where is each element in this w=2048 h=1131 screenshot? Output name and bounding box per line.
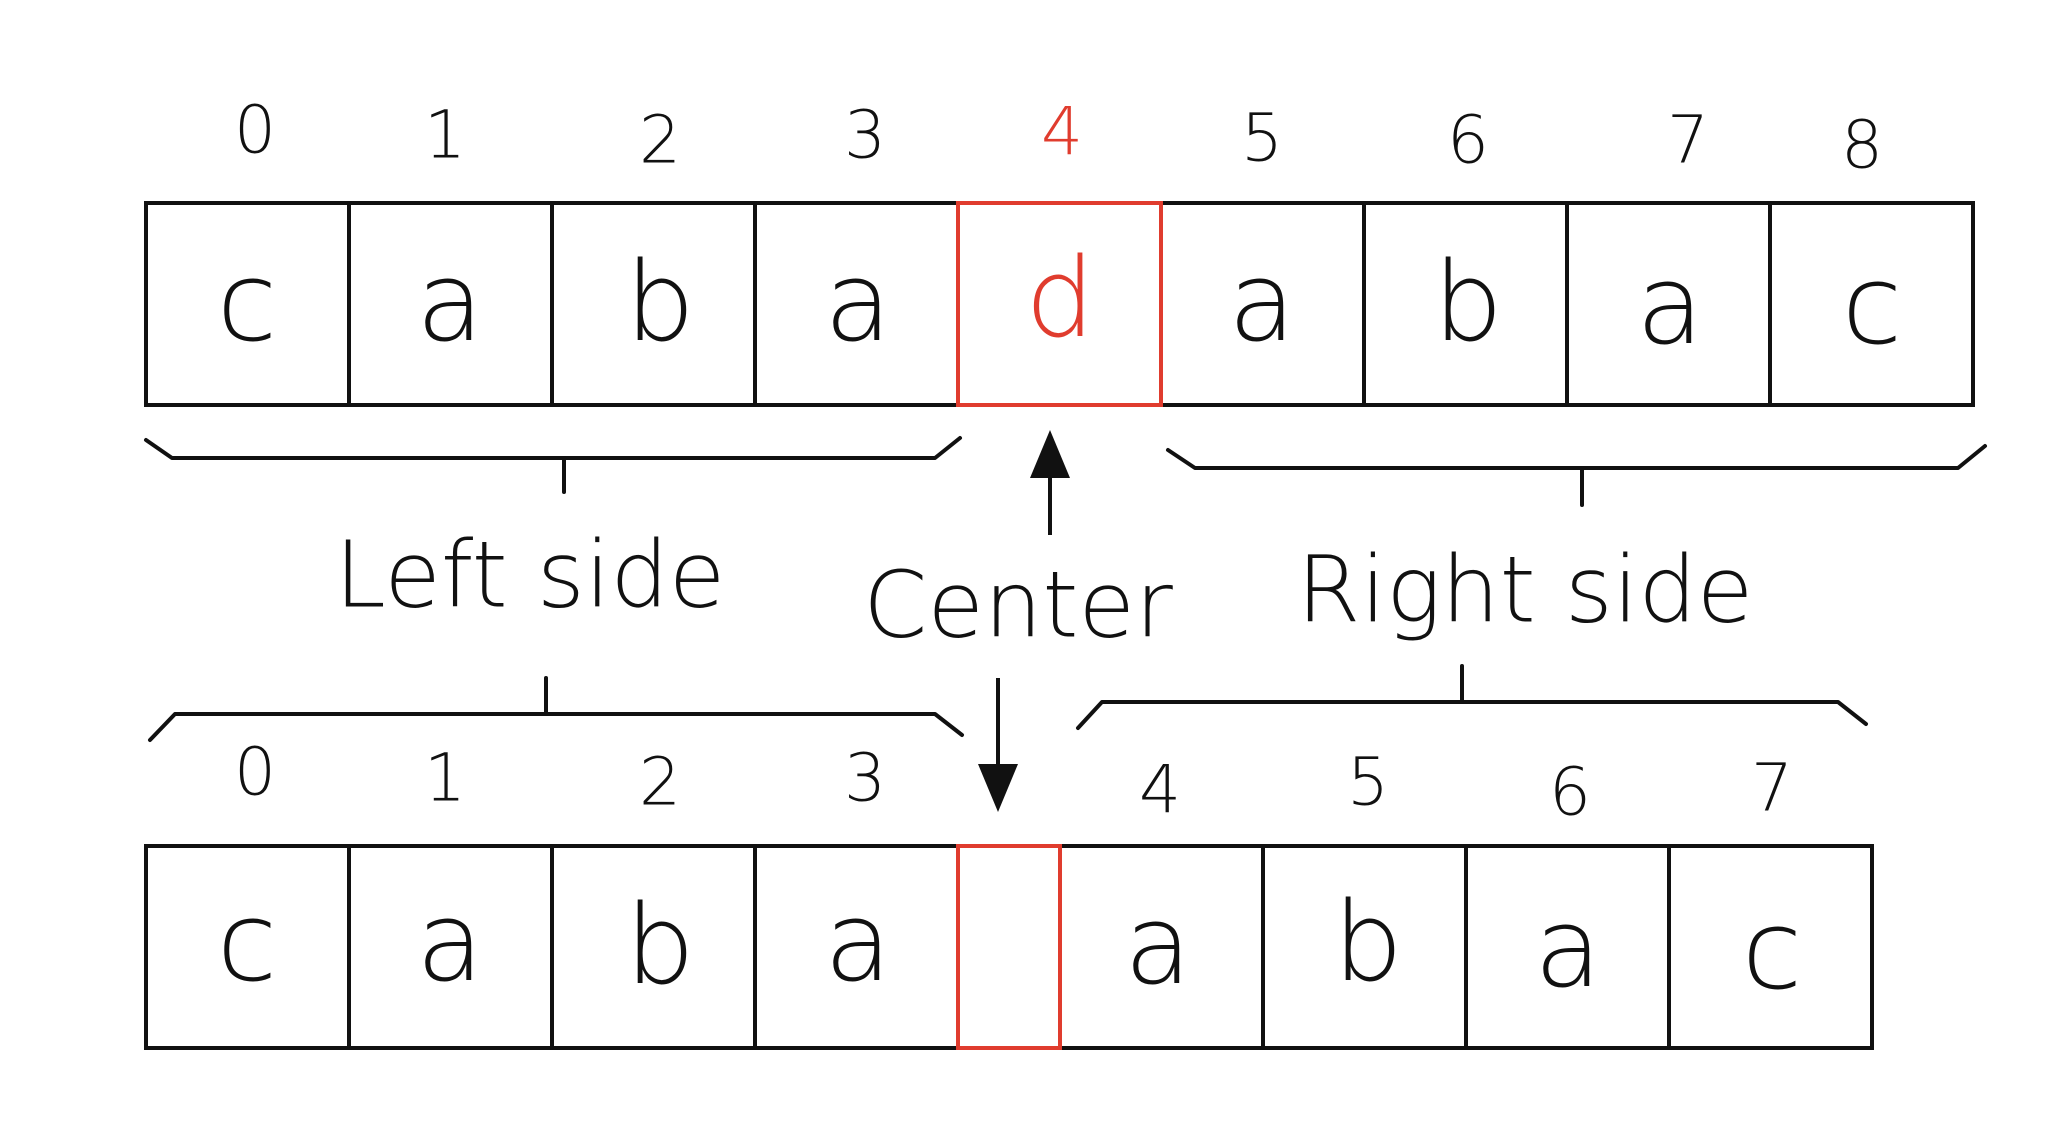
bottom-index-7: 7 (1751, 750, 1793, 827)
top-cell-8: c (1768, 201, 1975, 407)
top-letter-6: b (1433, 238, 1503, 366)
bottom-letter-3: a (824, 878, 891, 1006)
bottom-letter-2: b (625, 881, 695, 1009)
top-cell-7: a (1565, 201, 1772, 407)
top-index-6: 6 (1447, 102, 1489, 179)
bottom-center-gap (956, 844, 1062, 1050)
bottom-cell-3: a (753, 844, 960, 1050)
top-index-5: 5 (1241, 100, 1283, 177)
bottom-cell-7: a (1464, 844, 1671, 1050)
bottom-index-6: 6 (1549, 754, 1591, 831)
top-index-2: 2 (639, 102, 681, 179)
top-index-3: 3 (844, 97, 886, 174)
up-arrow (1030, 430, 1070, 535)
top-letter-3: a (824, 238, 891, 366)
bottom-index-0: 0 (234, 734, 276, 811)
bottom-index-5: 5 (1347, 744, 1389, 821)
top-cell-1: a (347, 201, 554, 407)
bottom-left-brace (148, 676, 964, 742)
bottom-index-3: 3 (844, 740, 886, 817)
bottom-letter-1: a (416, 878, 483, 1006)
top-index-7: 7 (1667, 102, 1709, 179)
top-right-brace (1166, 444, 1987, 507)
top-index-4: 4 (1041, 94, 1083, 171)
top-index-1: 1 (424, 97, 466, 174)
left-side-label: Left side (335, 522, 726, 629)
bottom-letter-8: c (1742, 886, 1802, 1014)
center-label: Center (863, 552, 1173, 659)
bottom-letter-0: c (217, 878, 277, 1006)
top-cell-2: b (550, 201, 757, 407)
top-letter-8: c (1842, 241, 1902, 369)
bottom-cell-6: b (1261, 844, 1468, 1050)
top-index-0: 0 (234, 92, 276, 169)
top-cell-6: b (1362, 201, 1569, 407)
bottom-index-4: 4 (1139, 752, 1181, 829)
top-cell-5: a (1159, 201, 1366, 407)
top-left-brace (144, 436, 962, 494)
bottom-index-2: 2 (639, 744, 681, 821)
bottom-array: 0 1 2 3 4 5 6 7 c a b a a b (144, 734, 1874, 1050)
bottom-right-brace (1076, 664, 1868, 730)
top-array: 0 1 2 3 4 5 6 7 8 c a b a a b (144, 92, 1975, 407)
bottom-letter-6: b (1333, 878, 1403, 1006)
top-letter-7: a (1636, 241, 1703, 369)
top-letter-0: c (217, 238, 277, 366)
bottom-cell-1: a (347, 844, 554, 1050)
bottom-cell-8: c (1667, 844, 1874, 1050)
bottom-index-1: 1 (424, 740, 466, 817)
top-letter-1: a (416, 238, 483, 366)
top-cell-0: c (144, 201, 351, 407)
top-index-8: 8 (1841, 107, 1883, 184)
down-arrow (978, 678, 1018, 812)
top-cell-3: a (753, 201, 960, 407)
right-side-label: Right side (1297, 537, 1754, 644)
top-letter-5: a (1228, 238, 1295, 366)
bottom-letter-5: a (1124, 881, 1191, 1009)
bottom-cell-0: c (144, 844, 351, 1050)
top-letter-2: b (625, 238, 695, 366)
bottom-letter-7: a (1534, 884, 1601, 1012)
bottom-cell-2: b (550, 844, 757, 1050)
bottom-cell-5: a (1058, 844, 1265, 1050)
top-letter-4: d (1025, 234, 1095, 362)
top-cell-4-center: d (956, 201, 1163, 407)
